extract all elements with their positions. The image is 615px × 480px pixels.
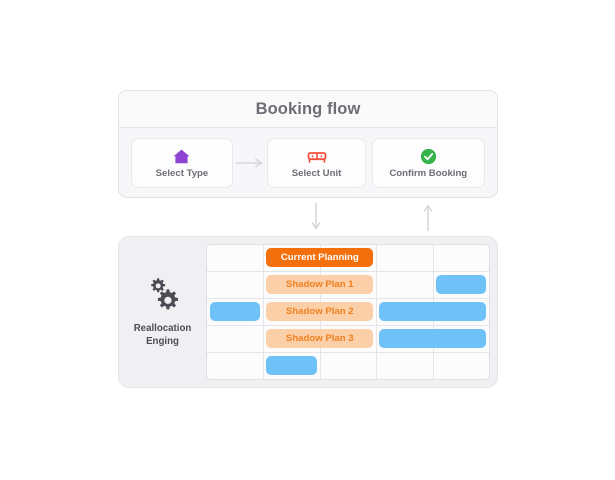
booking-flow-panel: Booking flow Select Type <box>118 90 498 198</box>
grid-cell[interactable] <box>376 245 432 271</box>
step-card-select-type[interactable]: Select Type <box>131 137 233 188</box>
reallocation-label-line1: Reallocation <box>133 323 192 334</box>
grid-row: Shadow Plan 3 <box>207 325 489 352</box>
step-card-select-unit[interactable]: Select Unit <box>267 137 366 188</box>
grid-cell[interactable] <box>207 245 263 271</box>
bed-icon <box>307 146 327 167</box>
grid-cell[interactable] <box>376 326 432 352</box>
reallocation-label-line2: Enging <box>146 336 179 347</box>
grid-cell[interactable] <box>207 353 263 379</box>
grid-cell[interactable] <box>263 245 319 271</box>
grid-row <box>207 352 489 379</box>
step-label-confirm-booking: Confirm Booking <box>389 168 468 179</box>
shadow-plan-pill[interactable]: Shadow Plan 2 <box>266 302 374 321</box>
grid-cell[interactable] <box>432 353 489 379</box>
grid-cell[interactable] <box>207 326 263 352</box>
allocation-block[interactable] <box>379 302 486 321</box>
shadow-plan-pill[interactable]: Shadow Plan 3 <box>266 329 374 348</box>
arrow-right-icon <box>233 158 268 168</box>
booking-flow-steps: Select Type Select Unit <box>119 128 497 197</box>
allocation-block[interactable] <box>210 302 261 321</box>
step-card-confirm-booking[interactable]: Confirm Booking <box>371 137 485 188</box>
grid-cell[interactable] <box>376 353 432 379</box>
grid-cell[interactable] <box>319 353 376 379</box>
allocation-block[interactable] <box>435 275 486 294</box>
allocation-block[interactable] <box>266 356 317 375</box>
grid-cell[interactable] <box>207 272 263 298</box>
page-title: Booking flow <box>255 99 361 118</box>
current-planning-pill[interactable]: Current Planning <box>266 248 374 267</box>
step-label-select-unit: Select Unit <box>291 168 342 179</box>
booking-flow-header: Booking flow <box>119 91 497 128</box>
gears-icon <box>144 276 182 315</box>
reallocation-engine-legend: Reallocation Enging <box>119 276 206 348</box>
grid-cell[interactable] <box>263 272 319 298</box>
grid-cell[interactable] <box>263 326 319 352</box>
grid-cell[interactable] <box>432 272 489 298</box>
grid-cell[interactable] <box>376 272 432 298</box>
grid-row: Shadow Plan 2 <box>207 298 489 325</box>
reallocation-engine-label: Reallocation Enging <box>134 322 192 348</box>
arrow-up-icon <box>422 202 434 237</box>
home-icon <box>172 146 191 167</box>
allocation-block[interactable] <box>379 329 486 348</box>
grid-cell[interactable] <box>376 299 432 325</box>
panel-connectors <box>118 198 498 236</box>
shadow-plan-pill[interactable]: Shadow Plan 1 <box>266 275 374 294</box>
arrow-down-icon <box>310 202 322 237</box>
grid-cell[interactable] <box>263 299 319 325</box>
grid-row: Current Planning <box>207 245 489 271</box>
check-circle-icon <box>420 146 437 167</box>
step-label-select-type: Select Type <box>155 168 209 179</box>
grid-cell[interactable] <box>263 353 319 379</box>
grid-cell[interactable] <box>432 245 489 271</box>
grid-row: Shadow Plan 1 <box>207 271 489 298</box>
